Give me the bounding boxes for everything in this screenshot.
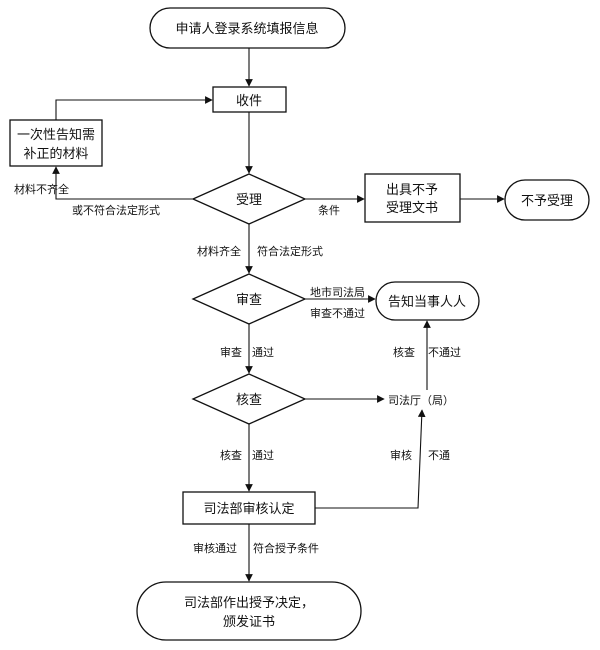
- accept-decision-label: 受理: [236, 193, 262, 208]
- arrow-accept-to-notify: [52, 166, 193, 200]
- start-node-label: 申请人登录系统填报信息: [175, 21, 318, 37]
- edge-label-check-fail-1: 核查: [393, 345, 415, 359]
- edge-label-audit-fail-1: 审核: [390, 448, 412, 462]
- edge-label-verify-pass-2: 通过: [252, 449, 274, 462]
- start-node: [149, 7, 346, 49]
- edge-label-city-bureau: 地市司法局: [310, 285, 365, 299]
- arrow-ministry-to-department: [315, 409, 426, 509]
- final-decision-label-2: 颁发证书: [223, 614, 275, 630]
- edge-label-audit-fail-2: 不通: [428, 449, 450, 462]
- verify-decision-label: 核查: [236, 393, 262, 408]
- ministry-audit-label: 司法部审核认定: [203, 502, 294, 517]
- edge-label-check-fail-2: 不通过: [428, 346, 461, 359]
- receive-node-label: 收件: [236, 94, 262, 109]
- edge-label-review-pass-1: 审查: [220, 345, 242, 359]
- edge-label-condition: 条件: [318, 203, 340, 217]
- reject-document-label-2: 受理文书: [386, 201, 438, 216]
- edge-label-incomplete: 材料不齐全: [14, 182, 69, 196]
- edge-label-nonconform: 或不符合法定形式: [72, 203, 160, 217]
- inform-party-node: [375, 281, 480, 321]
- edge-label-audit-pass: 审核通过: [193, 541, 237, 555]
- edge-label-complete: 材料齐全: [197, 244, 241, 258]
- edge-label-review-fail: 审查不通过: [310, 306, 365, 320]
- not-accepted-node: [504, 179, 590, 221]
- arrow-notify-to-receive: [55, 96, 213, 120]
- final-decision-label-1: 司法部作出授予决定，: [184, 596, 314, 611]
- notify-supplement-label-2: 补正的材料: [23, 146, 88, 162]
- edge-label-verify-pass-1: 核查: [220, 448, 242, 462]
- edge-label-review-pass-2: 通过: [252, 346, 274, 359]
- reject-document-node: [364, 173, 461, 223]
- review-decision-label: 审查: [236, 293, 262, 308]
- not-accepted-label: 不予受理: [521, 194, 573, 209]
- justice-department-label: 司法厅（局）: [388, 393, 454, 407]
- inform-party-label: 告知当事人人: [388, 294, 466, 310]
- notify-supplement-label-1: 一次性告知需: [17, 127, 95, 143]
- final-decision-node: [136, 581, 362, 641]
- reject-document-label-1: 出具不予: [386, 183, 438, 198]
- edge-label-conform: 符合法定形式: [257, 244, 323, 258]
- receive-node: [212, 86, 287, 113]
- edge-label-grant-condition: 符合授予条件: [253, 541, 319, 555]
